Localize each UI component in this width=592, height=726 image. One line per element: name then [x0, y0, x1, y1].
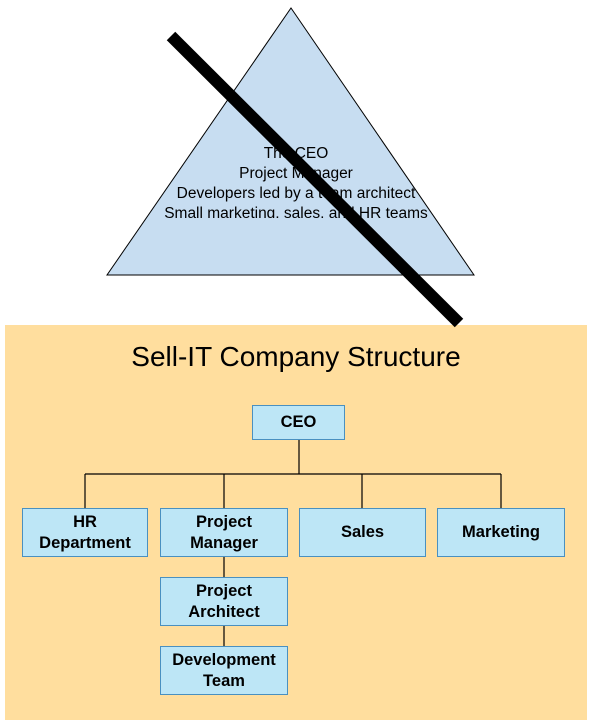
org-chart-title: Sell-IT Company Structure — [131, 341, 461, 372]
node-sales: Sales — [299, 508, 426, 557]
pyramid-shape — [106, 7, 475, 276]
org-chart-connectors — [84, 440, 502, 646]
node-marketing: Marketing — [437, 508, 565, 557]
node-ceo: CEO — [252, 405, 345, 440]
cross-out-line — [166, 31, 464, 328]
pyramid-line-project-manager: Project Manager — [239, 165, 353, 182]
pyramid-line-developers: Developers led by a team architect — [177, 185, 416, 202]
pyramid-line-small-teams: Small marketing, sales, and HR teams — [164, 205, 428, 222]
